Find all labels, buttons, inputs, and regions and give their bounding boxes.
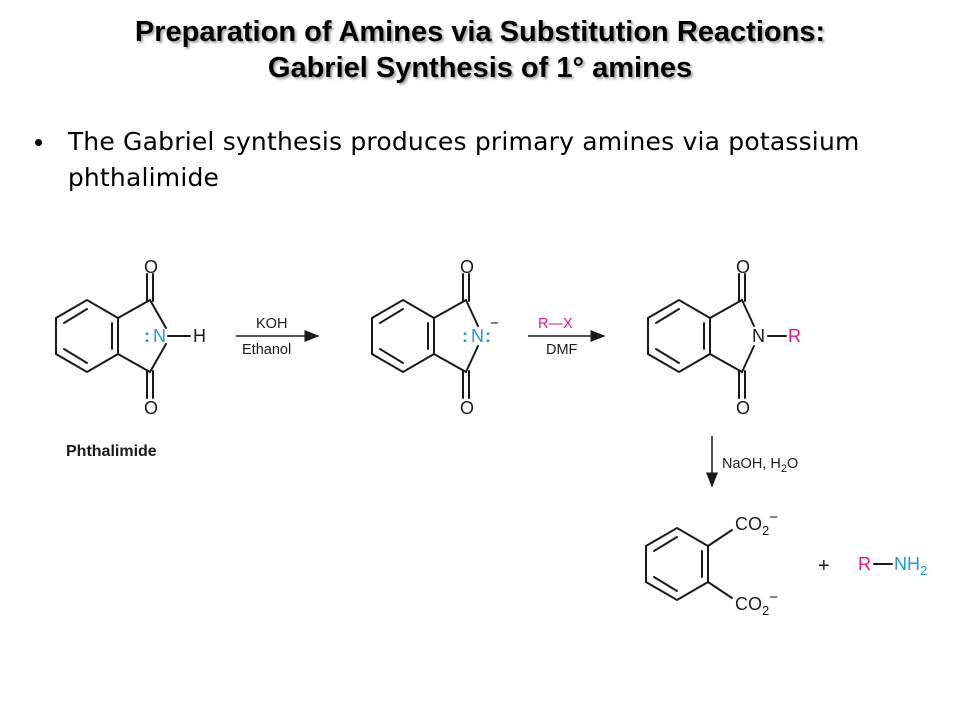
- oxygen-label: O: [736, 257, 750, 277]
- negative-charge: −: [490, 315, 499, 332]
- benzene-ring-1: [55, 298, 119, 374]
- arrow-step-3: NaOH, H2O: [706, 436, 798, 488]
- oxygen-label: O: [460, 257, 474, 277]
- nitrogen-label: N: [752, 326, 765, 346]
- arrow-step-2: R—X DMF: [528, 316, 606, 358]
- lone-pair-colon: :: [485, 326, 491, 346]
- slide-title: Preparation of Amines via Substitution R…: [0, 14, 960, 86]
- oxygen-label: O: [736, 398, 750, 418]
- r-group-label: R: [788, 326, 801, 346]
- nitrogen-label: N: [153, 326, 166, 346]
- bullet-item: • The Gabriel synthesis produces primary…: [34, 124, 914, 196]
- reagent-koh: KOH: [256, 316, 287, 332]
- benzene-ring-4: [645, 526, 709, 602]
- benzene-ring-2: [371, 298, 435, 374]
- hydrogen-label: H: [193, 326, 206, 346]
- primary-amine-structure: R NH2: [858, 554, 927, 578]
- phthalimide-label: Phthalimide: [66, 443, 157, 460]
- reagent-alkyl-halide: R—X: [538, 316, 573, 332]
- carboxylate-group: CO2−: [735, 509, 778, 538]
- plus-sign: +: [818, 555, 830, 577]
- arrow-step-1: KOH Ethanol: [236, 316, 320, 358]
- oxygen-label: O: [144, 257, 158, 277]
- reagent-ethanol: Ethanol: [242, 342, 291, 358]
- title-line-2: Gabriel Synthesis of 1° amines: [267, 52, 693, 84]
- bullet-text: The Gabriel synthesis produces primary a…: [67, 127, 860, 192]
- carboxylate-group: CO2−: [735, 589, 778, 618]
- lone-pair-colon: :: [462, 326, 468, 346]
- oxygen-label: O: [460, 398, 474, 418]
- lone-pair-colon: :: [144, 326, 150, 346]
- phthalate-structure: CO2− CO2−: [645, 509, 778, 618]
- benzene-ring-3: [647, 298, 711, 374]
- phthalimide-structure: O O : N H Phthalimide: [55, 257, 206, 460]
- reagent-dmf: DMF: [546, 342, 578, 358]
- reaction-scheme: O O : N H Phthalimide KOH Ethanol O O : …: [55, 257, 927, 618]
- n-alkylphthalimide-structure: O O N R: [647, 257, 801, 418]
- nitrogen-label: N: [471, 326, 484, 346]
- reagent-naoh-water: NaOH, H2O: [722, 456, 798, 475]
- bullet-dot-icon: •: [34, 127, 44, 157]
- title-line-1: Preparation of Amines via Substitution R…: [134, 16, 826, 48]
- r-group-label: R: [858, 554, 871, 574]
- oxygen-label: O: [144, 398, 158, 418]
- amine-group: NH2: [894, 554, 927, 578]
- phthalimide-anion-structure: O O : N : −: [371, 257, 499, 418]
